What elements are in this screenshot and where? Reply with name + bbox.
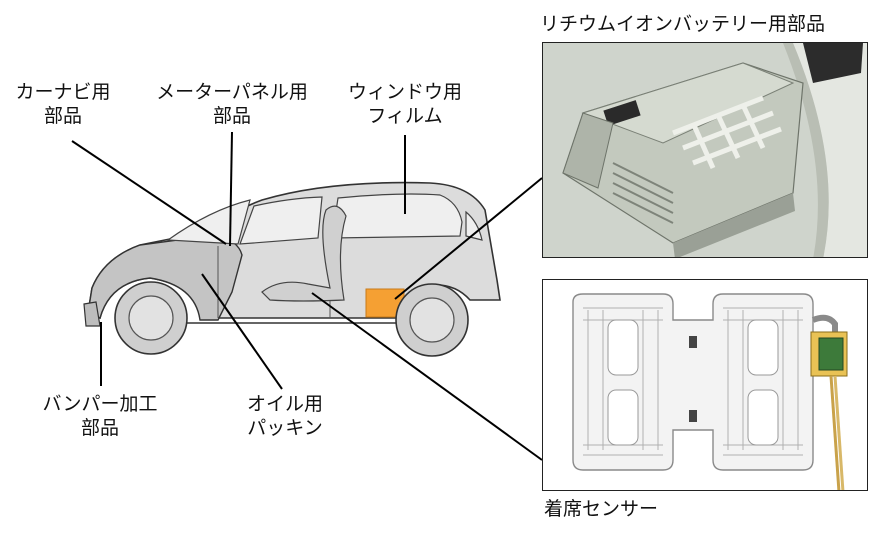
leader-car-navi	[71, 140, 227, 245]
label-meter-panel-line1: メーターパネル用	[156, 81, 308, 103]
label-bumper-line1: バンパー加工	[42, 393, 158, 415]
leader-battery	[394, 177, 543, 300]
car-illustration	[83, 181, 501, 357]
label-car-navi: カーナビ用 部品	[8, 80, 118, 128]
rear-wheel	[395, 283, 469, 357]
label-seat-sensor: 着席センサー	[544, 498, 659, 520]
label-oil-packing: オイル用 パッキン	[230, 392, 340, 440]
front-window	[239, 196, 323, 245]
rear-window	[331, 193, 463, 239]
label-li-ion-battery: リチウムイオンバッテリー用部品	[540, 13, 826, 35]
label-window-film-line1: ウィンドウ用	[347, 81, 462, 103]
battery-part-image	[542, 42, 868, 258]
seat	[261, 205, 347, 302]
leader-oil-packing	[201, 273, 283, 390]
windshield	[166, 199, 251, 245]
quarter-window	[465, 210, 483, 241]
label-bumper-line2: 部品	[80, 417, 119, 439]
label-oil-packing-line1: オイル用	[246, 393, 323, 415]
leader-seat-sensor	[311, 292, 543, 461]
seat-sensor-illustration	[543, 280, 867, 490]
label-window-film: ウィンドウ用 フィルム	[340, 80, 470, 128]
label-car-navi-line2: 部品	[43, 105, 82, 127]
label-meter-panel-line2: 部品	[212, 105, 251, 127]
leader-lines	[71, 131, 543, 461]
leader-meter-panel	[229, 131, 233, 247]
label-window-film-line2: フィルム	[367, 105, 443, 127]
label-oil-packing-line2: パッキン	[247, 417, 323, 439]
label-car-navi-line1: カーナビ用	[15, 81, 111, 103]
label-bumper: バンパー加工 部品	[25, 392, 175, 440]
label-meter-panel: メーターパネル用 部品	[142, 80, 322, 128]
front-wheel	[114, 281, 188, 355]
battery-part-illustration	[543, 43, 867, 257]
seat-sensor-image	[542, 279, 868, 491]
